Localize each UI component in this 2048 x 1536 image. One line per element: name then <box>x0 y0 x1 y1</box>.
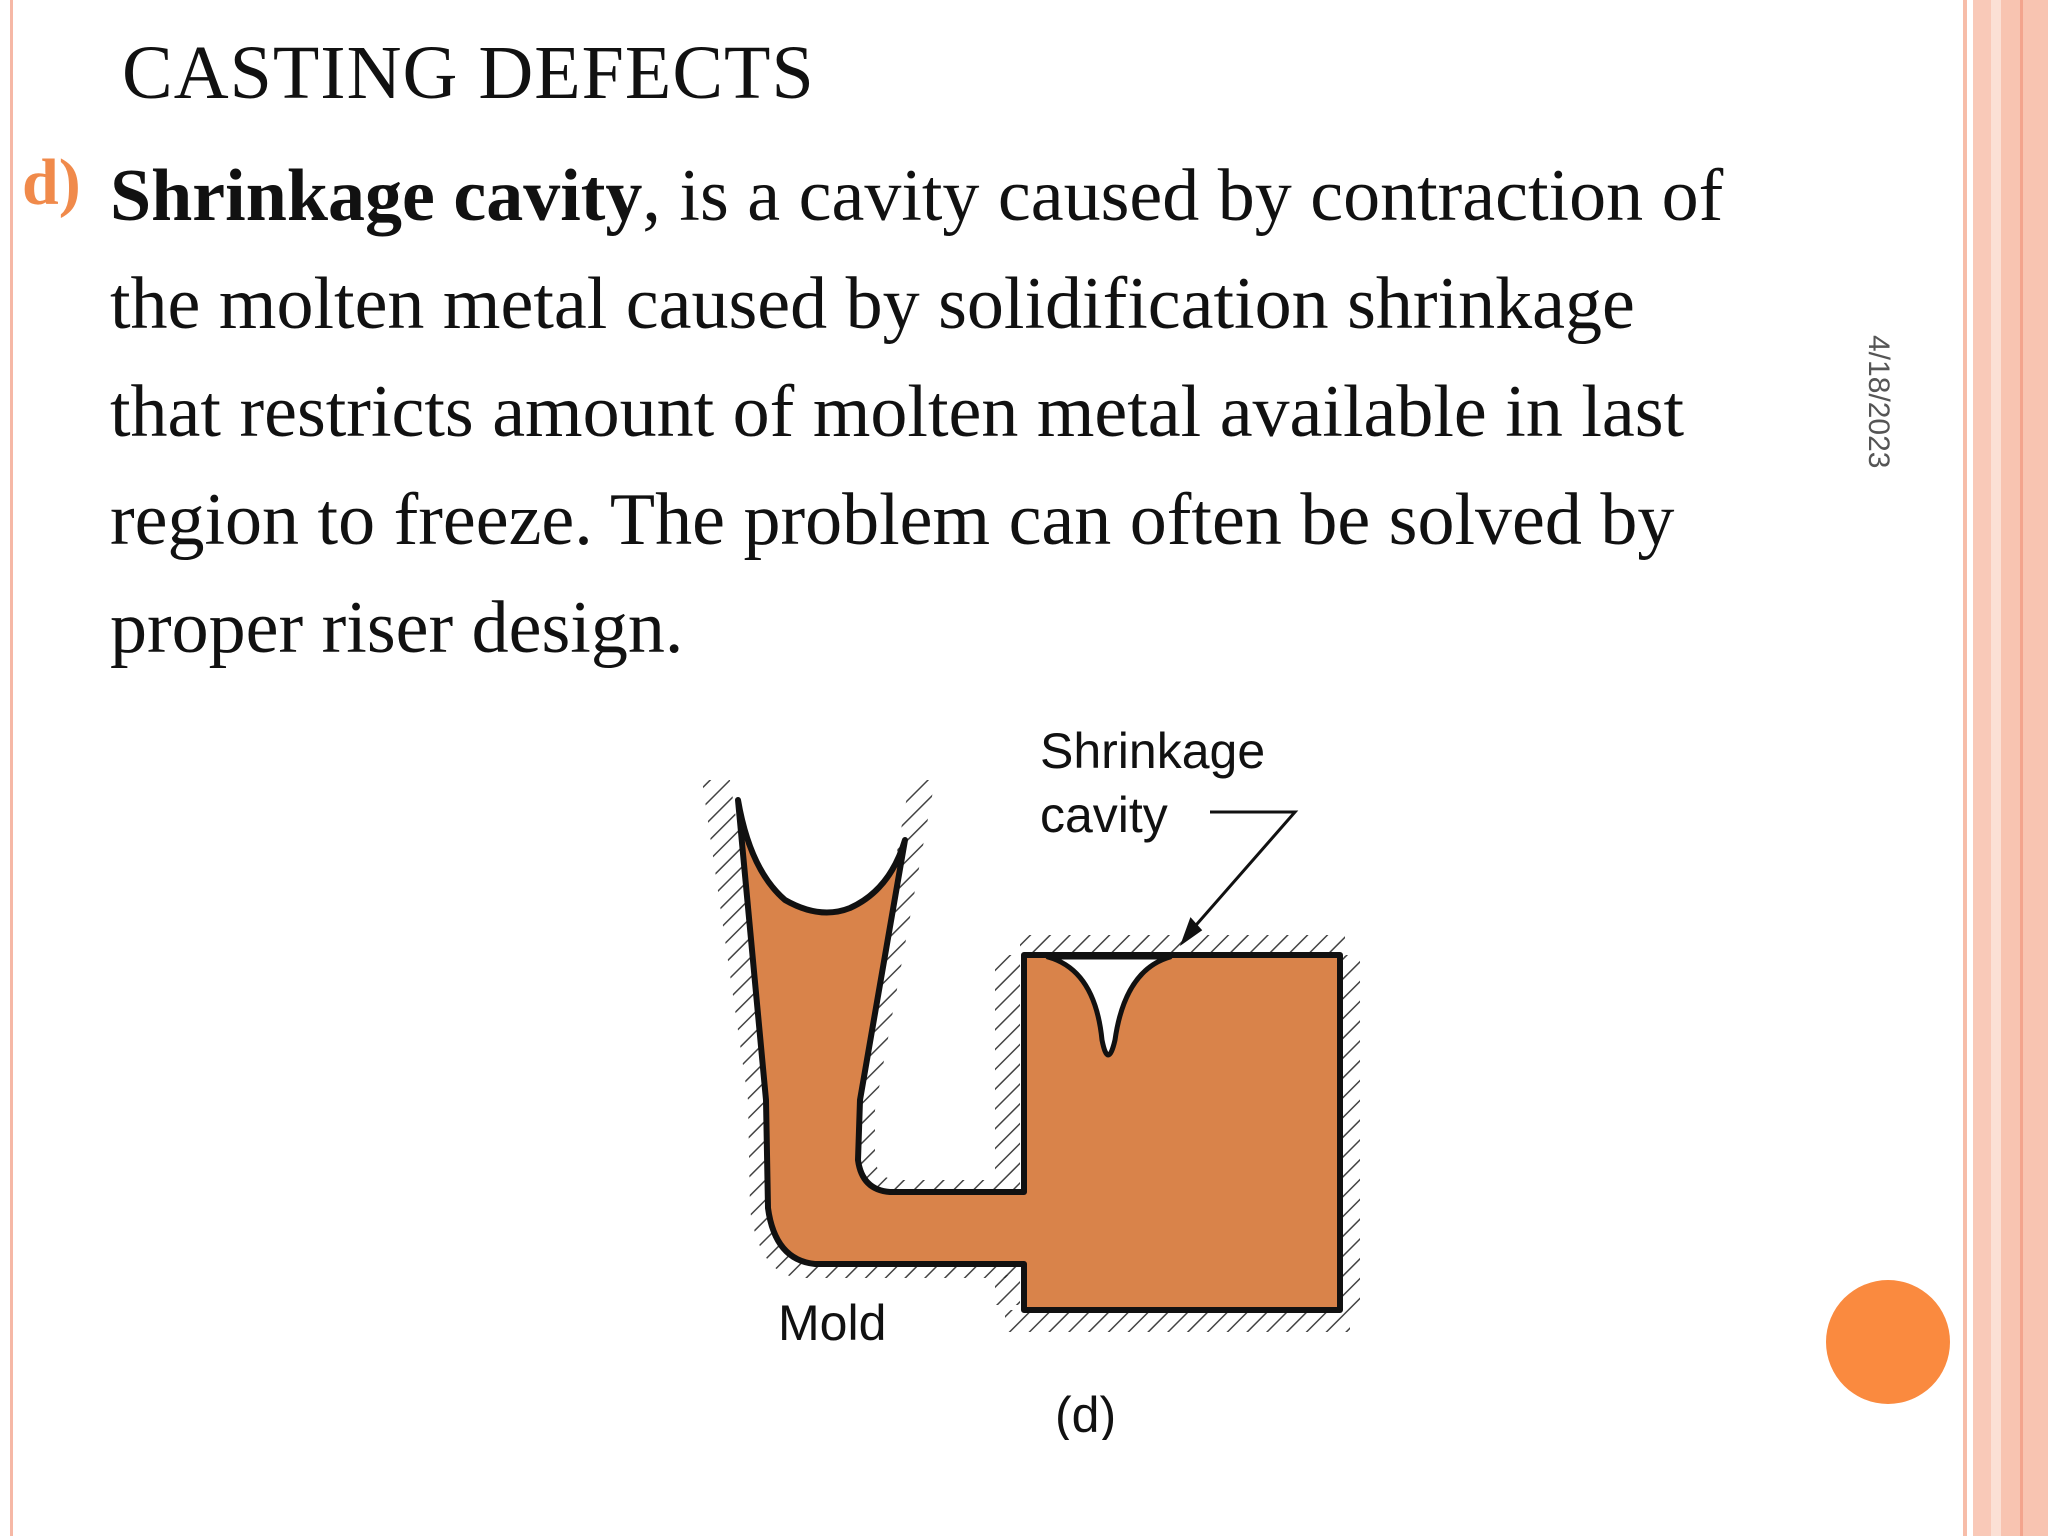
label-cavity: cavity <box>1040 787 1168 843</box>
left-border-line <box>10 0 13 1536</box>
right-border-stripe <box>2020 0 2023 1536</box>
right-border-stripe <box>1963 0 1967 1536</box>
right-border-stripe <box>2001 0 2048 1536</box>
bullet-line: Shrinkage cavity, is a cavity caused by … <box>110 142 2000 250</box>
decorative-orange-circle <box>1826 1280 1950 1404</box>
molten-metal <box>735 797 1343 1313</box>
figure-caption: (d) <box>1055 1387 1116 1440</box>
bullet-line: that restricts amount of molten metal av… <box>110 371 1685 453</box>
bullet-line-text: , is a cavity caused by contraction of <box>642 155 1724 237</box>
shrinkage-cavity-diagram: Shrinkage cavity Mold (d) <box>702 723 1360 1440</box>
right-border-stripe <box>1991 0 2001 1536</box>
defect-term: Shrinkage cavity <box>110 155 643 237</box>
label-shrinkage: Shrinkage <box>1040 723 1265 779</box>
slide-title: CASTING DEFECTS <box>122 31 815 115</box>
bullet-line: proper riser design. <box>110 587 684 669</box>
cavity-leader-line <box>1188 810 1299 933</box>
bullet-marker: d) <box>22 146 81 219</box>
cavity-arrowhead <box>1179 917 1203 946</box>
bullet-line: region to freeze. The problem can often … <box>110 479 1675 561</box>
right-border-stripe <box>1973 0 1991 1536</box>
label-mold: Mold <box>778 1295 886 1351</box>
slide-date: 4/18/2023 <box>1862 335 1895 469</box>
bullet-text: Shrinkage cavity, is a cavity caused by … <box>110 142 2000 682</box>
bullet-line: the molten metal caused by solidificatio… <box>110 263 1635 345</box>
shrinkage-cavity <box>1045 954 1173 1058</box>
